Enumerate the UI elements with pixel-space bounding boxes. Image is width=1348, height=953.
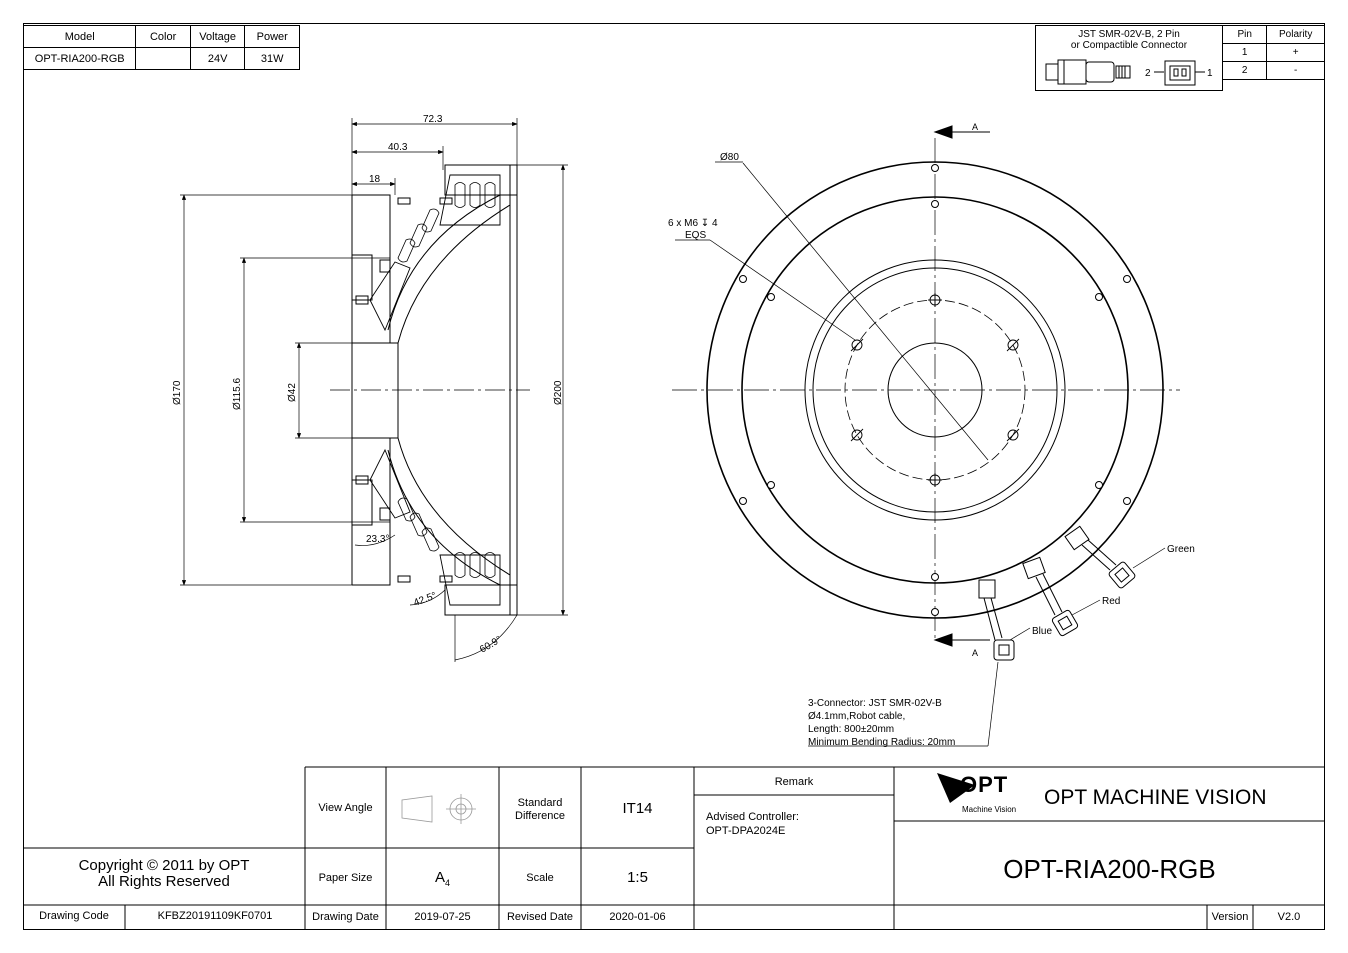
section-a-bottom: A [972, 648, 978, 658]
header-color: Color [135, 25, 191, 48]
voltage-value: 24V [189, 47, 246, 70]
company-name: OPT MACHINE VISION [1044, 786, 1267, 809]
revised-date-label: Revised Date [506, 911, 574, 923]
version-value: V2.0 [1277, 911, 1301, 923]
connector-title-2: or Compactible Connector [1070, 40, 1188, 51]
dia-170: Ø170 [172, 380, 183, 405]
remark-line-2: OPT-DPA2024E [706, 825, 786, 837]
drawing-date-label: Drawing Date [312, 911, 379, 923]
dim-40-3: 40.3 [388, 142, 408, 153]
paper-size-value: A [434, 869, 445, 886]
spec-table: Model Color Voltage Power OPT-RIA200-RGB… [22, 25, 300, 70]
version-label: Version [1211, 911, 1249, 923]
pin-label-left: 2 [1145, 68, 1151, 79]
header-voltage: Voltage [189, 25, 246, 48]
note-line-2: Ø4.1mm,Robot cable, [808, 711, 905, 722]
note-line-1: 3-Connector: JST SMR-02V-B [808, 698, 942, 709]
drawing-date-value: 2019-07-25 [414, 911, 471, 923]
dim-72-3: 72.3 [423, 114, 443, 125]
section-a-top: A [972, 122, 978, 132]
remark-label: Remark [774, 776, 814, 788]
wire-green-label: Green [1167, 544, 1195, 555]
cable-connectors [808, 525, 1166, 747]
drawing-code-label: Drawing Code [39, 910, 109, 922]
standard-diff-label-2: Difference [515, 810, 565, 822]
mounting-holes [850, 293, 1020, 487]
view-angle-label: View Angle [318, 802, 373, 814]
dia-42: Ø42 [287, 383, 298, 402]
pin-table: Pin Polarity 1 + 2 - [1221, 25, 1325, 80]
note-line-4: Minimum Bending Radius: 20mm [808, 737, 955, 748]
angle-42-5: 42.5° [412, 590, 438, 608]
dia-115-6: Ø115.6 [232, 378, 243, 410]
copyright-line-1: Copyright © 2011 by OPT [78, 857, 250, 874]
paper-size-sub: 4 [445, 878, 451, 888]
drawing-code-value: KFBZ20191109KF0701 [157, 910, 273, 922]
scale-label: Scale [526, 872, 554, 884]
copyright-line-2: All Rights Reserved [98, 873, 230, 890]
color-value [135, 47, 191, 70]
connector-box: JST SMR-02V-B, 2 Pin or Compactible Conn… [1035, 25, 1223, 91]
connector-drawing-icon: 2 1 [1045, 59, 1213, 86]
connector-title-1: JST SMR-02V-B, 2 Pin [1078, 29, 1180, 40]
pin-label-right: 1 [1207, 68, 1213, 79]
holes-spec: 6 x M6 ↧ 4 [668, 218, 718, 229]
wire-red-label: Red [1102, 596, 1120, 607]
opt-logo-sub: Machine Vision [962, 805, 1017, 814]
dia-80: Ø80 [720, 152, 739, 163]
dia-200: Ø200 [553, 380, 564, 405]
opt-logo: OPT [960, 772, 1009, 797]
holes-eqs: EQS [685, 230, 706, 241]
polarity-2: - [1266, 61, 1325, 80]
note-line-3: Length: 800±20mm [808, 724, 894, 735]
model-value: OPT-RIA200-RGB [22, 47, 137, 70]
remark-line-1: Advised Controller: [706, 811, 799, 823]
pin-2: 2 [1221, 61, 1268, 80]
front-view [672, 125, 1180, 647]
ring-screws [739, 164, 1131, 616]
part-number: OPT-RIA200-RGB [1003, 854, 1216, 884]
revised-date-value: 2020-01-06 [609, 911, 666, 923]
angle-60-9: 60.9° [478, 634, 504, 655]
scale-value: 1:5 [627, 869, 648, 886]
angle-23-3: 23.3° [366, 534, 389, 545]
standard-diff-value: IT14 [622, 800, 653, 817]
drawing-sheet [23, 23, 1325, 930]
dim-18: 18 [369, 174, 381, 185]
side-view [180, 118, 568, 662]
paper-size-label: Paper Size [318, 872, 373, 884]
power-value: 31W [244, 47, 300, 70]
wire-blue-label: Blue [1032, 626, 1052, 637]
standard-diff-label-1: Standard [517, 797, 563, 809]
